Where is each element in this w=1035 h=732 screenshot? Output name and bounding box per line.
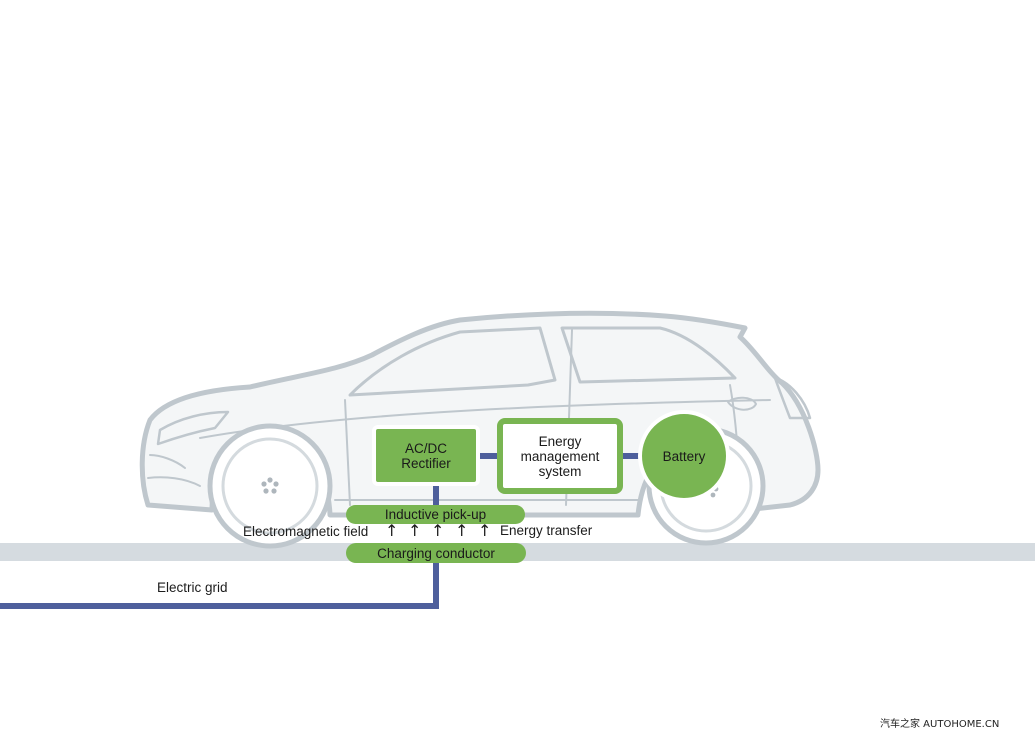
taillight bbox=[773, 376, 812, 420]
arrow-up-icon: ↑ bbox=[455, 521, 469, 540]
arrow-up-icon: ↑ bbox=[478, 521, 492, 540]
headlight bbox=[156, 410, 230, 446]
electromagnetic-field-label: Electromagnetic field bbox=[243, 524, 369, 539]
fuel-cap bbox=[727, 396, 757, 411]
front-grille bbox=[147, 454, 201, 487]
rectifier-label: AC/DC Rectifier bbox=[401, 440, 451, 471]
conductor-pill bbox=[346, 543, 526, 563]
front-window bbox=[348, 326, 557, 397]
energy-management-box bbox=[497, 418, 623, 494]
battery-label: Battery bbox=[662, 448, 706, 464]
pickup-label: Inductive pick-up bbox=[384, 507, 487, 522]
conductor-label: Charging conductor bbox=[377, 545, 495, 561]
arrow-up-icon: ↑ bbox=[385, 521, 399, 540]
electric-grid-line bbox=[0, 556, 439, 609]
front-wheel bbox=[207, 423, 333, 549]
electric-grid-label: Electric grid bbox=[157, 580, 228, 595]
pickup-pill bbox=[346, 505, 525, 524]
energy-management-label: Energy management system bbox=[520, 433, 600, 479]
rear-window bbox=[560, 326, 737, 384]
energy-transfer-label: Energy transfer bbox=[500, 523, 593, 538]
watermark: 汽车之家 AUTOHOME.CN bbox=[880, 719, 1000, 730]
door-line-front bbox=[344, 399, 351, 506]
battery-circle bbox=[638, 410, 730, 502]
rectifier-box bbox=[372, 425, 480, 486]
arrow-up-icon: ↑ bbox=[408, 521, 422, 540]
arrow-up-icon: ↑ bbox=[431, 521, 445, 540]
